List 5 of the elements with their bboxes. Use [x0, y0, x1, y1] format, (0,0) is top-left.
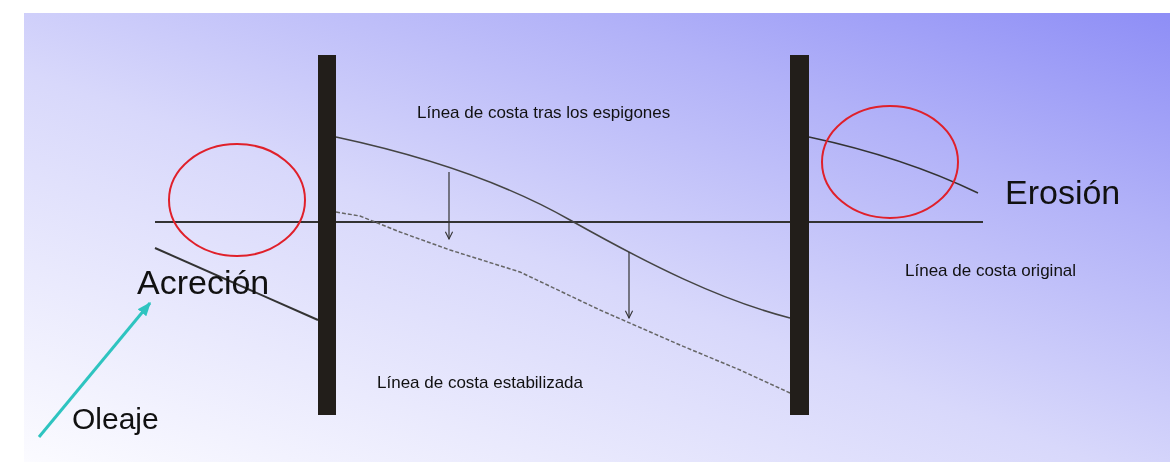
erosion-label: Erosión: [1005, 175, 1121, 209]
wave-label: Oleaje: [72, 404, 159, 434]
caption-label: Línea de costa estabilizada: [377, 374, 584, 391]
caption-label: Línea de costa original: [905, 262, 1077, 279]
caption-label: Línea de costa tras los espigones: [417, 104, 671, 121]
